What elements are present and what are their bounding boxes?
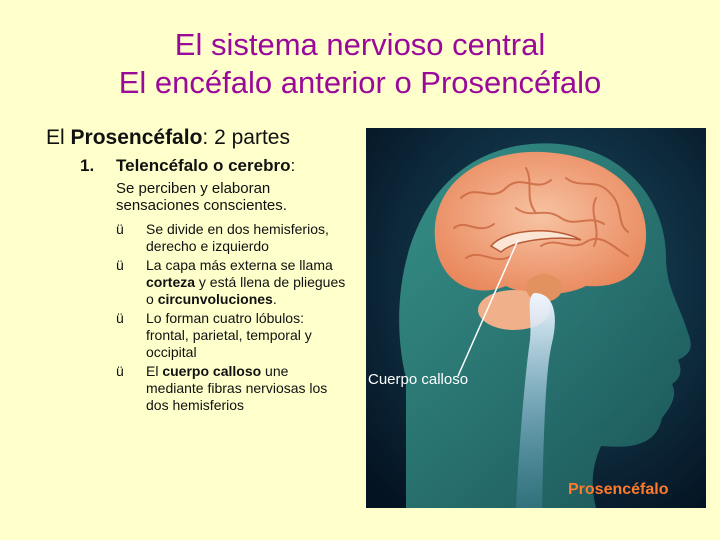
- item-description: Se perciben y elaboran sensaciones consc…: [116, 180, 287, 214]
- callosum-pointer-line: [457, 239, 519, 377]
- section-heading: El Prosencéfalo: 2 partes: [46, 126, 290, 150]
- brainstem: [516, 293, 555, 508]
- brain-folds: [453, 167, 629, 261]
- list-item-telencefalo: 1. Telencéfalo o cerebro:: [80, 156, 295, 176]
- bullet-bold-corteza: corteza: [146, 274, 196, 290]
- bullet-text-before: El: [146, 363, 163, 379]
- bullet-item: ü Lo forman cuatro lóbulos: frontal, par…: [116, 310, 346, 361]
- heading-suffix: : 2 partes: [202, 126, 290, 149]
- item-colon: :: [290, 156, 296, 175]
- brain-illustration: Cuerpo calloso Prosencéfalo: [366, 128, 706, 508]
- checkmark-icon: ü: [116, 310, 124, 326]
- label-cuerpo-calloso: Cuerpo calloso: [368, 371, 468, 388]
- title-line-1: El sistema nervioso central: [174, 27, 546, 62]
- bullet-bold-cuerpo-calloso: cuerpo calloso: [162, 363, 262, 379]
- item-number: 1.: [80, 156, 95, 175]
- checkmark-icon: ü: [116, 257, 124, 273]
- bullet-item: ü El cuerpo calloso une mediante fibras …: [116, 363, 346, 414]
- brain-cerebrum: [434, 151, 647, 295]
- heading-bold: Prosencéfalo: [70, 126, 203, 149]
- bullet-bold-circunvoluciones: circunvoluciones: [157, 291, 273, 307]
- bullet-text-after: .: [272, 291, 277, 307]
- checkmark-icon: ü: [116, 363, 124, 379]
- title-line-2: El encéfalo anterior o Prosencéfalo: [118, 65, 602, 100]
- checkmark-icon: ü: [116, 221, 124, 237]
- bullet-text: Se divide en dos hemisferios, derecho e …: [146, 221, 329, 254]
- bullet-text-middle: y está llena de pliegues o: [146, 274, 346, 307]
- heading-prefix: El: [46, 126, 71, 149]
- bullet-item: ü La capa más externa se llama corteza y…: [116, 257, 346, 308]
- item-label: Telencéfalo o cerebro: [116, 156, 291, 175]
- bullet-text-after: une mediante fibras nerviosas los dos he…: [146, 363, 328, 413]
- label-prosencefalo: Prosencéfalo: [568, 481, 669, 498]
- bullet-item: ü Se divide en dos hemisferios, derecho …: [116, 221, 346, 255]
- bullet-list: ü Se divide en dos hemisferios, derecho …: [116, 221, 346, 416]
- bullet-text: Lo forman cuatro lóbulos: frontal, parie…: [146, 310, 312, 360]
- slide-title: El sistema nervioso central El encéfalo …: [0, 26, 720, 102]
- bullet-text-before: La capa más externa se llama: [146, 257, 333, 273]
